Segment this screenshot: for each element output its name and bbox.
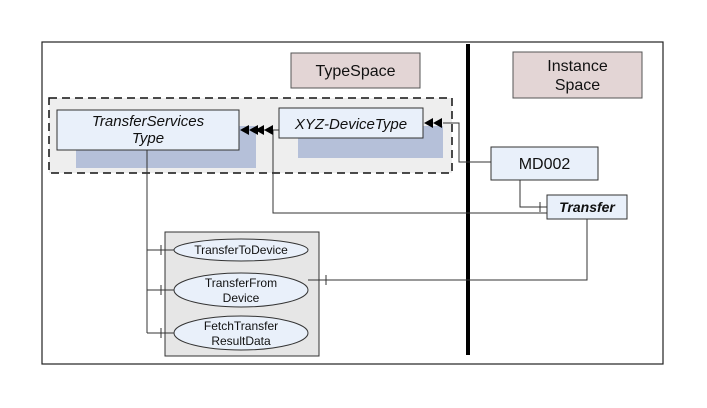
type-definition-connector: [272, 130, 547, 214]
arrowhead: [424, 118, 433, 128]
type-definition-connector: [443, 122, 491, 163]
method-fetch-transfer-result-data[interactable]: FetchTransfer ResultData: [173, 315, 309, 351]
method-transfer-to-device[interactable]: TransferToDevice: [173, 238, 309, 262]
transfer-services-type-label-line2: Type: [132, 130, 164, 147]
arrowheads: [240, 118, 442, 135]
method-label-line2: ResultData: [211, 334, 271, 348]
transfer-node[interactable]: Transfer: [546, 194, 628, 220]
type-space-label: TypeSpace: [315, 63, 395, 80]
type-space-header: TypeSpace: [290, 52, 421, 89]
arrowhead: [433, 118, 442, 128]
transfer-services-type-label-line1: TransferServices: [92, 113, 205, 130]
method-label-line1: TransferToDevice: [194, 243, 288, 257]
method-label-line2: Device: [223, 291, 260, 305]
arrowhead: [240, 125, 249, 135]
method-label-line1: FetchTransfer: [204, 319, 278, 333]
method-reference-connector: [308, 219, 588, 281]
instance-space-label-line2: Space: [555, 77, 600, 94]
xyz-device-type-label: XYZ-DeviceType: [294, 116, 407, 133]
arrowhead: [255, 125, 264, 135]
arrowhead: [249, 125, 258, 135]
md002-label: MD002: [519, 156, 571, 173]
xyz-device-type-node[interactable]: XYZ-DeviceType: [278, 107, 443, 158]
instance-space-label-line1: Instance: [547, 58, 608, 75]
md002-node[interactable]: MD002: [490, 146, 599, 181]
transfer-services-type-node[interactable]: TransferServices Type: [56, 109, 256, 168]
instance-space-header: Instance Space: [512, 51, 643, 99]
arrowhead: [264, 125, 273, 135]
method-transfer-from-device[interactable]: TransferFrom Device: [173, 272, 309, 308]
method-label-line1: TransferFrom: [205, 276, 277, 290]
component-connector: [519, 180, 547, 208]
transfer-label: Transfer: [559, 199, 616, 215]
connectors: [146, 122, 588, 338]
